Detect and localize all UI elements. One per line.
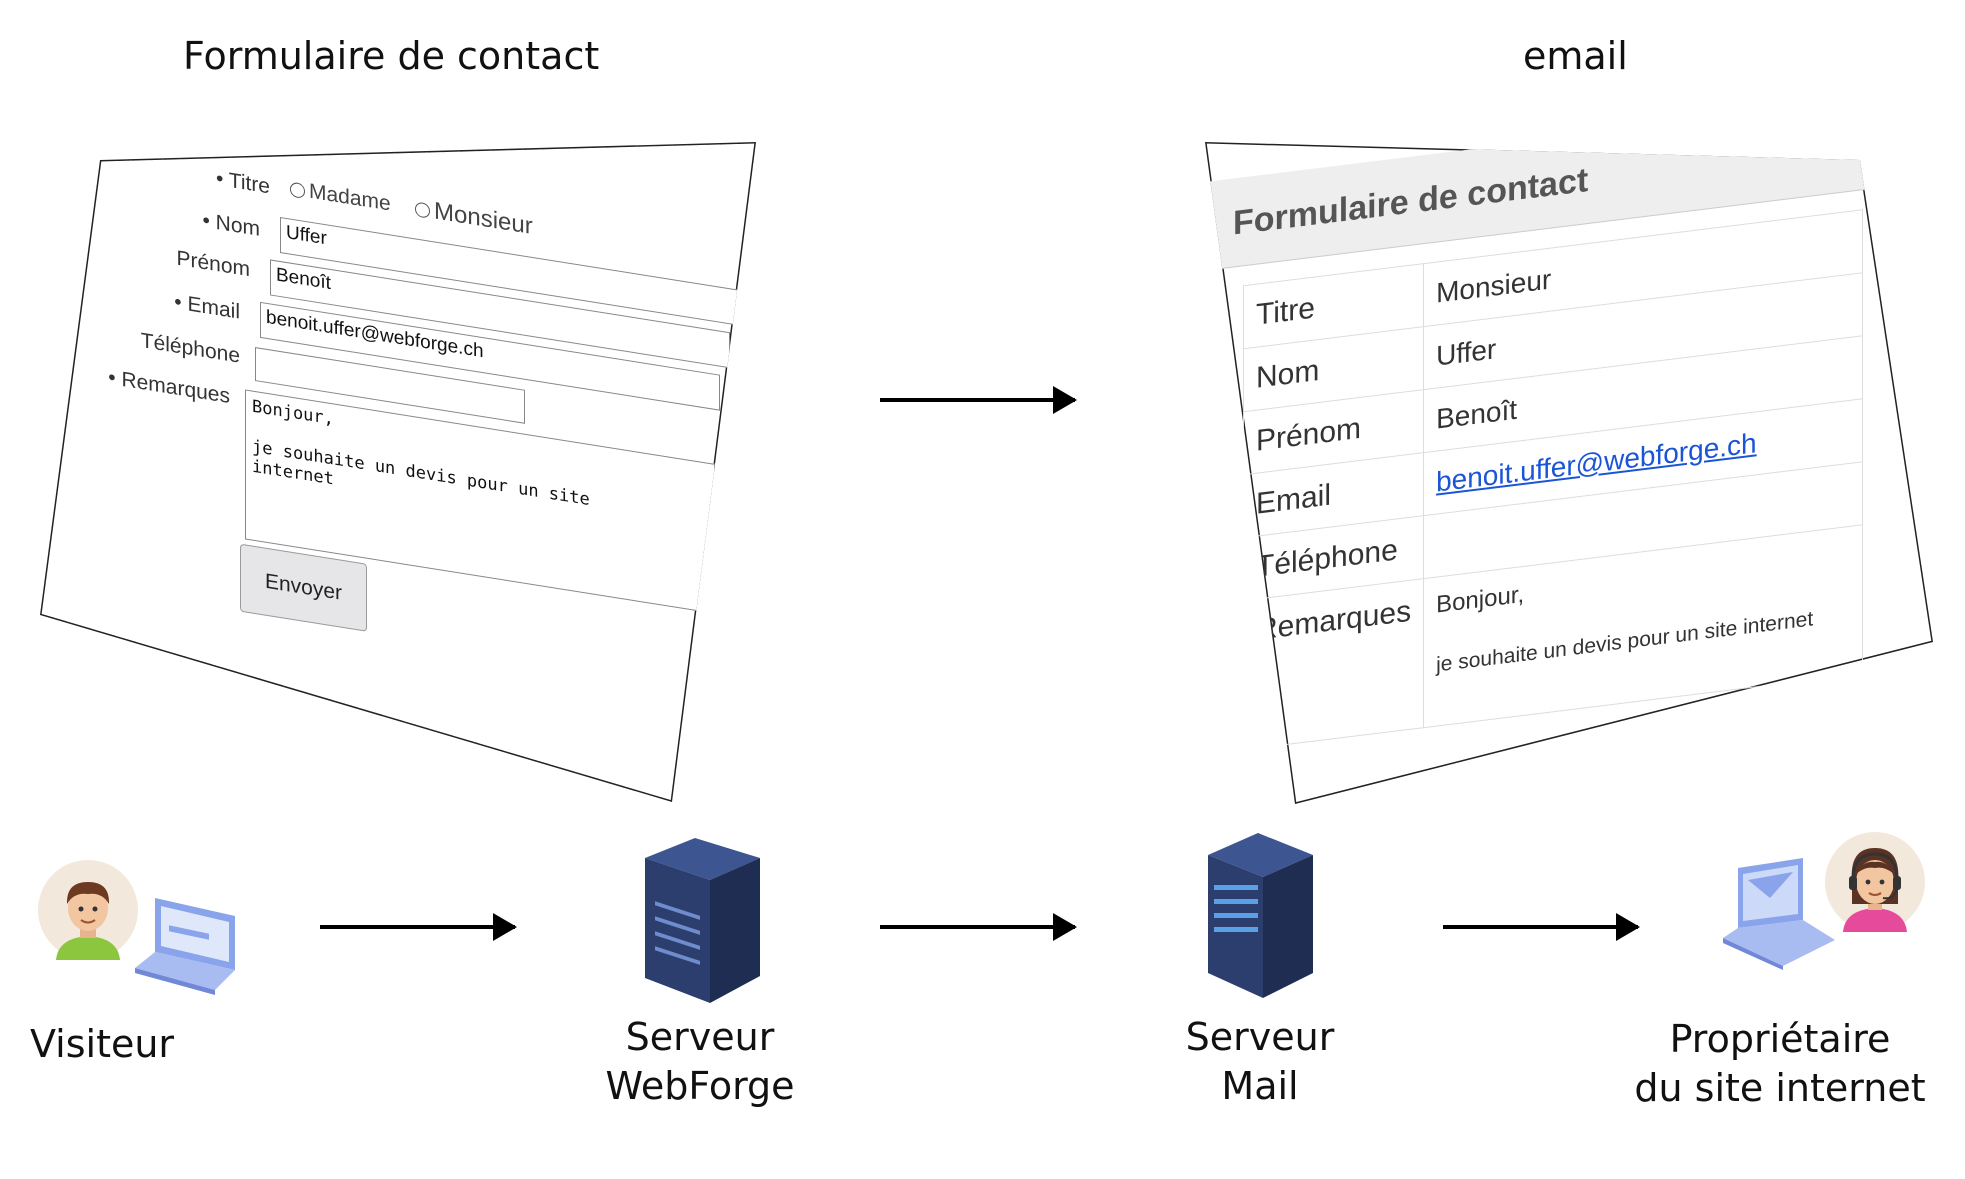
field-label-remarques: • Remarques <box>108 365 230 409</box>
remarques-line-2: je souhaite un devis pour un site intern… <box>1436 607 1814 677</box>
field-label-telephone: Téléphone <box>140 328 240 368</box>
field-label-prenom: Prénom <box>176 246 250 282</box>
webforge-label-line1: Serveur <box>625 1015 775 1059</box>
laptop-mail-icon <box>1723 858 1835 970</box>
owner-label-line2: du site internet <box>1634 1066 1926 1110</box>
laptop-icon <box>135 898 235 995</box>
arrow-mail-to-owner <box>1443 913 1640 941</box>
owner-label: Propriétaire du site internet <box>1615 1015 1945 1113</box>
mail-server <box>1208 833 1313 998</box>
owner-laptop <box>1723 858 1838 970</box>
owner-avatar <box>1825 832 1925 932</box>
radio-circle-icon <box>290 181 305 199</box>
mail-label-line1: Serveur <box>1185 1015 1335 1059</box>
webforge-label: Serveur WebForge <box>590 1013 810 1111</box>
visitor-avatar <box>38 860 138 960</box>
server-icon <box>645 838 760 1003</box>
arrow-webforge-to-mail <box>880 913 1077 941</box>
contact-form-screenshot: • Titre Madame Monsieur • Nom Uffer Prén… <box>40 142 756 802</box>
section-title-form: Formulaire de contact <box>183 34 600 78</box>
mail-label: Serveur Mail <box>1160 1013 1360 1111</box>
mail-label-line2: Mail <box>1221 1064 1299 1108</box>
radio-circle-icon <box>415 201 430 219</box>
radio-monsieur[interactable]: Monsieur <box>415 194 533 241</box>
email-title: Formulaire de contact <box>1233 160 1589 243</box>
radio-madame[interactable]: Madame <box>290 177 391 217</box>
email-label-remarques: Remarques <box>1243 578 1424 750</box>
arrow-form-to-email <box>880 386 1077 414</box>
field-label-titre: • Titre <box>215 166 270 199</box>
headset-agent-icon <box>1825 832 1925 932</box>
visitor-label: Visiteur <box>30 1022 175 1066</box>
arrow-visitor-to-webforge <box>320 913 517 941</box>
person-icon <box>38 860 138 960</box>
server-icon <box>1208 833 1313 998</box>
section-title-email: email <box>1523 34 1628 78</box>
webforge-label-line2: WebForge <box>605 1064 795 1108</box>
owner-label-line1: Propriétaire <box>1669 1017 1891 1061</box>
form-body: • Titre Madame Monsieur • Nom Uffer Prén… <box>40 142 756 802</box>
webforge-server <box>645 838 760 1003</box>
visitor-laptop <box>135 898 235 998</box>
envoyer-button[interactable]: Envoyer <box>240 543 367 632</box>
field-label-email: • Email <box>174 290 240 324</box>
field-label-nom: • Nom <box>202 208 260 241</box>
